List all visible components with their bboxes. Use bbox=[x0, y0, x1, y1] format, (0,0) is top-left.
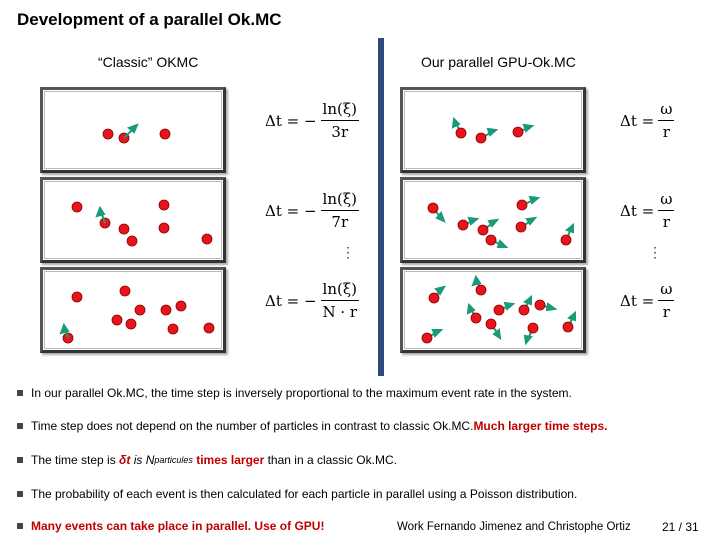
bullet-1: In our parallel Ok.MC, the time step is … bbox=[17, 386, 572, 400]
bullet-4: The probability of each event is then ca… bbox=[17, 487, 577, 501]
ellipsis-parallel: ⋮ bbox=[648, 244, 662, 260]
particles-classic-2 bbox=[71, 199, 213, 247]
equation-denominator: r bbox=[662, 123, 670, 141]
parallel-box-3 bbox=[400, 267, 586, 353]
slide-title: Development of a parallel Ok.MC bbox=[17, 10, 282, 29]
bullet-emphasis: times larger bbox=[192, 453, 265, 467]
equation-denominator: 7r bbox=[331, 213, 349, 231]
footer-credit: Work Fernando Jimenez and Christophe Ort… bbox=[397, 521, 631, 533]
equation-numerator: ln(ξ) bbox=[320, 190, 359, 211]
equation-lhs: Δt = bbox=[620, 291, 655, 310]
column-divider bbox=[378, 38, 384, 376]
subscript-particules: particules bbox=[154, 455, 193, 465]
bullet-text: Time step does not depend on the number … bbox=[31, 419, 474, 433]
column-header-classic: “Classic” OKMC bbox=[98, 54, 199, 70]
classic-box-2 bbox=[40, 177, 226, 263]
equation-numerator: ω bbox=[658, 190, 675, 211]
particles-parallel-3 bbox=[421, 274, 576, 346]
bullet-text-pre: The time step is bbox=[31, 453, 120, 467]
bullet-emphasis: Many events can take place in parallel. … bbox=[31, 519, 325, 533]
column-header-parallel: Our parallel GPU-Ok.MC bbox=[421, 54, 576, 70]
equation-numerator: ln(ξ) bbox=[320, 280, 359, 301]
bullet-text: In our parallel Ok.MC, the time step is … bbox=[31, 386, 572, 400]
particles-parallel-2 bbox=[427, 195, 574, 248]
parallel-box-2 bbox=[400, 177, 586, 263]
particles-parallel-1 bbox=[451, 116, 535, 144]
equation-lhs: Δt = − bbox=[265, 201, 317, 220]
equation-denominator: r bbox=[662, 213, 670, 231]
parallel-box-1 bbox=[400, 87, 586, 173]
equation-classic-3: Δt = − ln(ξ) N · r bbox=[265, 280, 359, 321]
bullet-marker bbox=[17, 390, 23, 396]
bullet-text: The probability of each event is then ca… bbox=[31, 487, 578, 501]
ellipsis-classic: ⋮ bbox=[341, 244, 355, 260]
equation-numerator: ω bbox=[658, 280, 675, 301]
bullet-5: Many events can take place in parallel. … bbox=[17, 519, 324, 533]
equation-denominator: N · r bbox=[322, 303, 358, 321]
bullet-marker bbox=[17, 457, 23, 463]
equation-denominator: 3r bbox=[331, 123, 349, 141]
equation-classic-1: Δt = − ln(ξ) 3r bbox=[265, 100, 359, 141]
bullet-marker bbox=[17, 523, 23, 529]
equation-numerator: ln(ξ) bbox=[320, 100, 359, 121]
bullet-marker bbox=[17, 423, 23, 429]
equation-lhs: Δt = bbox=[620, 111, 655, 130]
equation-lhs: Δt = − bbox=[265, 111, 317, 130]
equation-classic-2: Δt = − ln(ξ) 7r bbox=[265, 190, 359, 231]
bullet-emphasis: Much larger time steps. bbox=[473, 419, 608, 433]
bullet-3: The time step is δt is N particules time… bbox=[17, 453, 397, 467]
equation-lhs: Δt = − bbox=[265, 291, 317, 310]
classic-box-1 bbox=[40, 87, 226, 173]
bullet-text-post: than in a classic Ok.MC. bbox=[264, 453, 397, 467]
classic-box-3 bbox=[40, 267, 226, 353]
equation-lhs: Δt = bbox=[620, 201, 655, 220]
equation-numerator: ω bbox=[658, 100, 675, 121]
delta-t-symbol: δt bbox=[119, 453, 131, 467]
bullet-text-mid: is N bbox=[130, 453, 155, 467]
bullet-marker bbox=[17, 491, 23, 497]
equation-denominator: r bbox=[662, 303, 670, 321]
particles-classic-1 bbox=[102, 123, 171, 144]
bullet-2: Time step does not depend on the number … bbox=[17, 419, 607, 433]
page-number: 21 / 31 bbox=[662, 520, 699, 534]
particles-classic-3 bbox=[59, 285, 215, 344]
